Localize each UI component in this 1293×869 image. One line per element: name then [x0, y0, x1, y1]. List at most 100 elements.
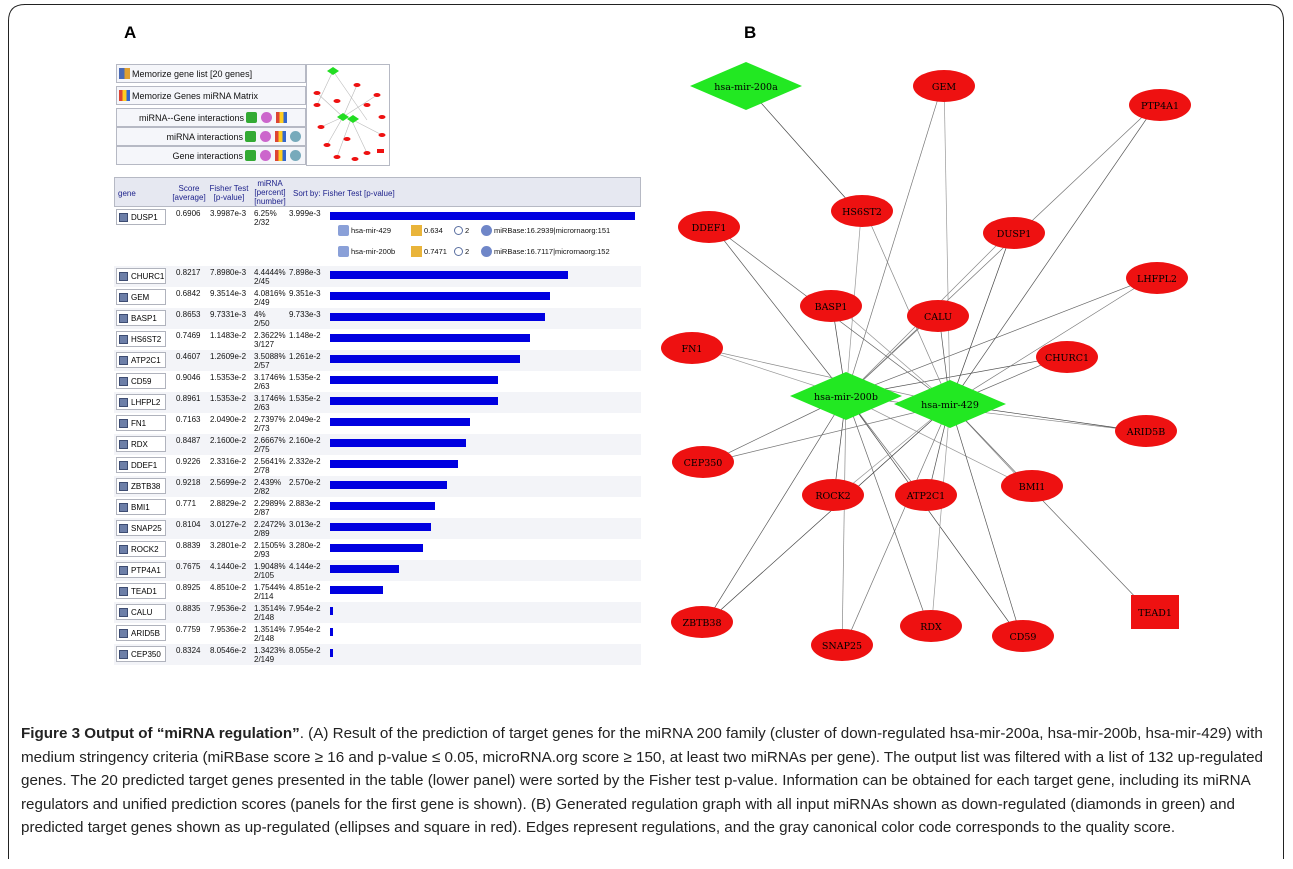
mirna-percent: 1.3423%	[254, 646, 286, 655]
mirna-node[interactable]: hsa-mir-200b	[790, 372, 902, 420]
circle-icon[interactable]	[290, 150, 301, 161]
mirna-interactions-row[interactable]: miRNA interactions	[116, 127, 306, 146]
gene-icon	[119, 523, 128, 533]
gene-button[interactable]: BASP1	[116, 310, 166, 326]
gene-node[interactable]: SNAP25	[811, 629, 873, 661]
gene-name: BMI1	[131, 502, 150, 512]
score-value: 0.7469	[176, 331, 201, 340]
gene-column-header[interactable]: gene	[118, 189, 136, 198]
gene-node-label: GEM	[932, 82, 957, 93]
memorize-matrix-button[interactable]: Memorize Genes miRNA Matrix	[116, 86, 306, 105]
gene-button[interactable]: BMI1	[116, 499, 166, 515]
gene-button[interactable]: DUSP1	[116, 209, 166, 225]
score-value: 0.8839	[176, 541, 201, 550]
gene-node[interactable]: LHFPL2	[1126, 262, 1188, 294]
gene-button[interactable]: CD59	[116, 373, 166, 389]
gene-square	[1131, 595, 1179, 629]
gene-node[interactable]: BASP1	[800, 290, 862, 322]
matrix-icon[interactable]	[275, 150, 286, 161]
gene-button[interactable]: TEAD1	[116, 583, 166, 599]
sort-by-label[interactable]: Sort by: Fisher Test [p-value]	[293, 189, 395, 198]
score-icon	[411, 225, 422, 236]
star-icon[interactable]	[260, 150, 271, 161]
gene-node[interactable]: FN1	[661, 332, 723, 364]
star-icon[interactable]	[261, 112, 272, 123]
gene-button[interactable]: FN1	[116, 415, 166, 431]
gene-button[interactable]: ARID5B	[116, 625, 166, 641]
network-icon[interactable]	[246, 112, 257, 123]
gene-node[interactable]: BMI1	[1001, 470, 1063, 502]
gene-button[interactable]: HS6ST2	[116, 331, 166, 347]
gene-button[interactable]: ROCK2	[116, 541, 166, 557]
matrix-icon[interactable]	[275, 131, 286, 142]
mini-network-thumbnail[interactable]	[306, 64, 390, 166]
gene-node[interactable]: CD59	[992, 620, 1054, 652]
star-icon[interactable]	[260, 131, 271, 142]
gene-node[interactable]: ZBTB38	[671, 606, 733, 638]
gene-button[interactable]: ZBTB38	[116, 478, 166, 494]
gene-node[interactable]: CEP350	[672, 446, 734, 478]
gene-button[interactable]: GEM	[116, 289, 166, 305]
gene-node[interactable]: CHURC1	[1036, 341, 1098, 373]
gene-button[interactable]: LHFPL2	[116, 394, 166, 410]
gene-button[interactable]: PTP4A1	[116, 562, 166, 578]
gene-node[interactable]: RDX	[900, 610, 962, 642]
gene-node[interactable]: GEM	[913, 70, 975, 102]
memorize-gene-list-button[interactable]: Memorize gene list [20 genes]	[116, 64, 306, 83]
gene-node[interactable]: DUSP1	[983, 217, 1045, 249]
network-icon[interactable]	[245, 131, 256, 142]
gene-node[interactable]: ROCK2	[802, 479, 864, 511]
gene-button[interactable]: RDX	[116, 436, 166, 452]
gene-node[interactable]: PTP4A1	[1129, 89, 1191, 121]
fisher-column-header[interactable]: Fisher Test [p-value]	[209, 184, 249, 202]
gene-button[interactable]: SNAP25	[116, 520, 166, 536]
score-column-header[interactable]: Score [average]	[172, 184, 206, 202]
panel-a-label: A	[124, 23, 137, 42]
gene-button[interactable]: CALU	[116, 604, 166, 620]
pvalue-bar	[330, 586, 383, 594]
gene-node[interactable]: ARID5B	[1115, 415, 1177, 447]
gene-node[interactable]: DDEF1	[678, 211, 740, 243]
gene-node[interactable]: HS6ST2	[831, 195, 893, 227]
gene-node[interactable]: ATP2C1	[895, 479, 957, 511]
gene-button[interactable]: CHURC1	[116, 268, 166, 284]
mirna-gene-interactions-row[interactable]: miRNA--Gene interactions	[116, 108, 306, 127]
mirna-node[interactable]: hsa-mir-200a	[690, 62, 802, 110]
gene-button[interactable]: CEP350	[116, 646, 166, 662]
gene-node[interactable]: CALU	[907, 300, 969, 332]
gene-button[interactable]: DDEF1	[116, 457, 166, 473]
regulation-edge	[845, 279, 1140, 397]
gene-button[interactable]: ATP2C1	[116, 352, 166, 368]
gene-node[interactable]: TEAD1	[1131, 595, 1179, 629]
mirna-count: 2	[465, 226, 470, 235]
mirna-column-header[interactable]: miRNA [percent] [number]	[254, 179, 286, 206]
fisher-value: 3.9987e-3	[210, 209, 247, 218]
circle-icon[interactable]	[290, 131, 301, 142]
gene-interactions-row[interactable]: Gene interactions	[116, 146, 306, 165]
mirna-node[interactable]: hsa-mir-429	[894, 380, 1006, 428]
network-icon[interactable]	[245, 150, 256, 161]
matrix-icon[interactable]	[276, 112, 287, 123]
